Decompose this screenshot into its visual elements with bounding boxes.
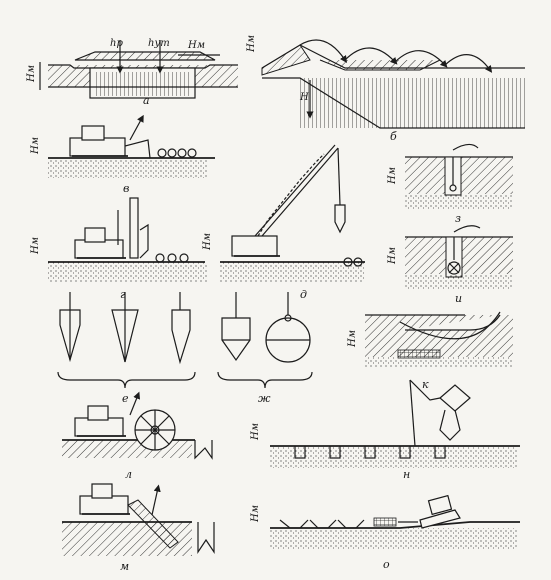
hm-label-b: Hм <box>246 35 257 53</box>
panel-label-o: о <box>383 558 390 571</box>
panel-z: Hм з <box>387 143 513 225</box>
hm-label-g: Hм <box>30 237 41 255</box>
panel-zh: ж <box>217 292 313 405</box>
panel-label-zh: ж <box>258 392 271 405</box>
panel-b: H Hм б <box>246 35 525 143</box>
panel-n: Hм н <box>250 379 520 481</box>
hm-label-a-side: Hм <box>26 65 37 83</box>
panel-label-i: и <box>455 292 462 305</box>
hm-label-v: Hм <box>30 137 41 155</box>
panel-i: Hм и <box>387 225 513 305</box>
panel-label-g: г <box>120 288 126 301</box>
hm-label-z: Hм <box>387 167 398 185</box>
panel-label-n: н <box>403 468 410 481</box>
hm-label-o: Hм <box>250 505 261 523</box>
hm-label-a-top: Hм <box>187 40 205 51</box>
hm-label-k: Hм <box>347 330 358 348</box>
panel-v: Hм в <box>30 114 215 195</box>
panel-label-d: д <box>300 288 307 301</box>
panel-k: Hм к <box>347 311 513 391</box>
panel-label-b: б <box>390 130 397 143</box>
panel-a: hр hут Hм Hм а <box>26 38 238 107</box>
H-label-b: H <box>299 92 309 103</box>
hm-label-n: Hм <box>250 423 261 441</box>
panel-label-v: в <box>123 182 129 195</box>
panel-d: Hм д <box>202 144 365 301</box>
panel-label-m: м <box>120 560 129 573</box>
panel-g: Hм г <box>30 197 208 301</box>
hut-label: hут <box>148 38 170 49</box>
hm-label-d: Hм <box>202 233 213 251</box>
panel-label-z: з <box>455 212 461 225</box>
panel-label-k: к <box>422 378 429 391</box>
panel-l: л <box>62 391 213 481</box>
panel-label-e: е <box>122 392 129 405</box>
panel-label-l: л <box>125 468 132 481</box>
panel-label-a: а <box>143 94 150 107</box>
panel-m: м <box>62 483 215 573</box>
hm-label-i: Hм <box>387 247 398 265</box>
hr-label: hр <box>110 38 123 49</box>
panel-o: Hм о <box>250 494 520 571</box>
panel-e: е <box>57 292 196 405</box>
